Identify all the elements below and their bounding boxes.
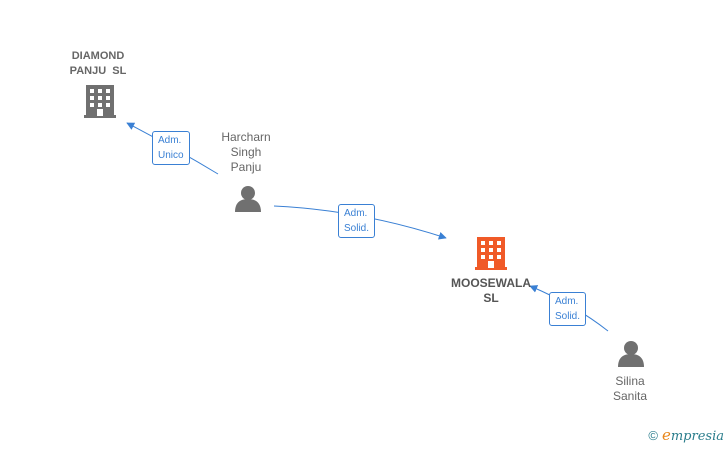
edge-label-line: Solid. bbox=[555, 311, 581, 322]
copyright-symbol: © bbox=[648, 428, 658, 443]
empresia-watermark[interactable]: ©empresia bbox=[648, 426, 724, 444]
person-label-silina[interactable]: Silina Sanita bbox=[590, 374, 670, 404]
brand-initial: e bbox=[661, 426, 671, 444]
edge-label-line: Unico bbox=[158, 150, 184, 161]
edge-label-line: Adm. bbox=[555, 296, 579, 307]
company-label-moosewala[interactable]: MOOSEWALA SL bbox=[436, 276, 546, 306]
company-name-line: PANJU SL bbox=[69, 65, 127, 77]
edge-label-line: Adm. bbox=[344, 208, 368, 219]
building-icon[interactable] bbox=[84, 85, 116, 118]
person-name-line: Silina bbox=[615, 374, 645, 388]
company-label-diamond[interactable]: DIAMOND PANJU SL bbox=[58, 49, 138, 79]
person-name-line: Panju bbox=[230, 160, 262, 174]
person-icon[interactable] bbox=[235, 186, 261, 212]
edge-label-adm-solid[interactable]: Adm. Solid. bbox=[338, 204, 376, 238]
person-name-line: Sanita bbox=[612, 389, 648, 403]
edge-label-line: Adm. bbox=[158, 135, 182, 146]
company-name-line: MOOSEWALA bbox=[451, 276, 531, 290]
edge-label-adm-unico[interactable]: Adm. Unico bbox=[152, 131, 190, 165]
brand-name: mpresia bbox=[670, 429, 724, 444]
person-name-line: Harcharn bbox=[221, 130, 271, 144]
person-label-harcharn[interactable]: Harcharn Singh Panju bbox=[206, 130, 286, 175]
person-name-line: Singh bbox=[230, 145, 262, 159]
edge-label-adm-solid[interactable]: Adm. Solid. bbox=[549, 292, 587, 326]
building-icon[interactable] bbox=[475, 237, 507, 270]
company-name-line: DIAMOND bbox=[71, 50, 125, 62]
company-name-line: SL bbox=[483, 291, 499, 305]
person-icon[interactable] bbox=[618, 341, 644, 367]
edge-label-line: Solid. bbox=[344, 223, 370, 234]
